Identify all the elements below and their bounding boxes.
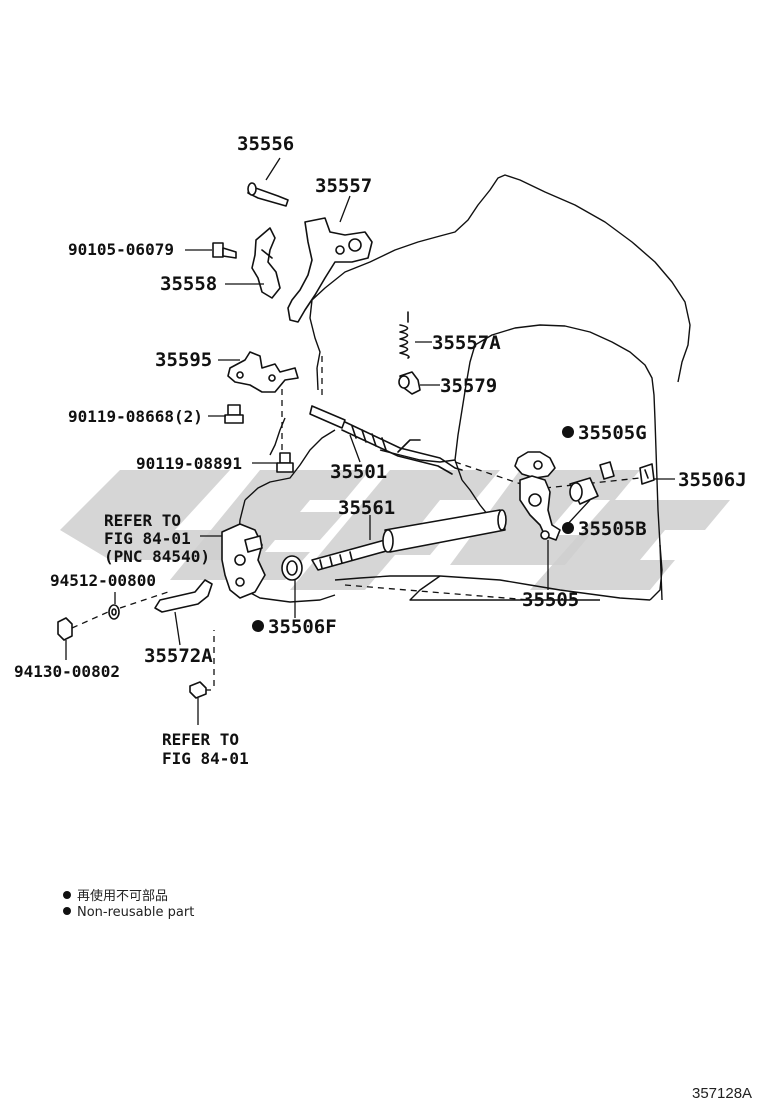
part-35572A-lever (154, 579, 213, 613)
refer-note-1-line3: (PNC 84540) (104, 547, 210, 566)
callout-35558: 35558 (160, 273, 217, 295)
callout-35561: 35561 (338, 497, 395, 519)
callout-35557A: 35557A (432, 332, 501, 354)
callout-35506J: 35506J (678, 469, 747, 491)
part-35561-shaft (311, 509, 507, 571)
non-reusable-dot-35506F (252, 620, 264, 632)
non-reusable-dot-35505B (562, 522, 574, 534)
part-90119-08891-bolt (276, 452, 294, 473)
part-bottom-bolt (189, 681, 207, 699)
callout-94130-00802: 94130-00802 (14, 662, 120, 681)
part-35556-pin (247, 182, 289, 207)
part-35557-lever (287, 217, 373, 323)
refer-note-2-line1: REFER TO (162, 730, 239, 749)
leader-lines (65, 157, 675, 725)
callout-35505G: 35505G (578, 422, 647, 444)
callout-35572A: 35572A (144, 645, 213, 667)
part-90105-bolt (212, 242, 237, 259)
part-35506F-seal (281, 555, 303, 581)
callout-35557: 35557 (315, 175, 372, 197)
part-90119-08668-bolt (224, 404, 244, 424)
part-94512-washer (108, 604, 120, 620)
callout-35505: 35505 (522, 589, 579, 611)
refer-note-2-line2: FIG 84-01 (162, 749, 249, 768)
part-small-pin (599, 461, 615, 480)
part-35506J-clip (639, 463, 655, 485)
callout-35501: 35501 (330, 461, 387, 483)
part-94130-nut (57, 617, 73, 641)
callout-35506F: 35506F (268, 616, 337, 638)
part-35579-plug (398, 371, 421, 395)
figure-id: 357128A (692, 1085, 752, 1102)
part-35501-rod (309, 405, 463, 475)
callout-90105-06079: 90105-06079 (68, 240, 174, 259)
callout-90119-08668: 90119-08668(2) (68, 407, 203, 426)
legend-english: Non-reusable part (77, 905, 194, 920)
callout-labels: 35556 35557 90105-06079 35558 35557A 355… (14, 133, 747, 768)
non-reusable-dot-35505G (562, 426, 574, 438)
refer-note-1-line2: FIG 84-01 (104, 529, 191, 548)
legend-japanese: 再使用不可部品 (77, 888, 168, 904)
refer-note-1-line1: REFER TO (104, 511, 181, 530)
part-35505-lever (519, 475, 561, 541)
legend-dot-en (63, 907, 71, 915)
part-35557A-spring (399, 311, 410, 359)
callout-94512-00800: 94512-00800 (50, 571, 156, 590)
callout-35505B: 35505B (578, 518, 647, 540)
legend-dot-jp (63, 891, 71, 899)
part-35505G (514, 451, 556, 479)
callout-35579: 35579 (440, 375, 497, 397)
callout-35556: 35556 (237, 133, 294, 155)
callout-90119-08891: 90119-08891 (136, 454, 242, 473)
part-35505B-bushing (569, 477, 599, 505)
part-35595-bracket (227, 351, 299, 393)
legend: 再使用不可部品 Non-reusable part (63, 888, 194, 920)
neutral-start-switch (221, 523, 266, 599)
part-35558-bracket (251, 227, 281, 299)
callout-35595: 35595 (155, 349, 212, 371)
